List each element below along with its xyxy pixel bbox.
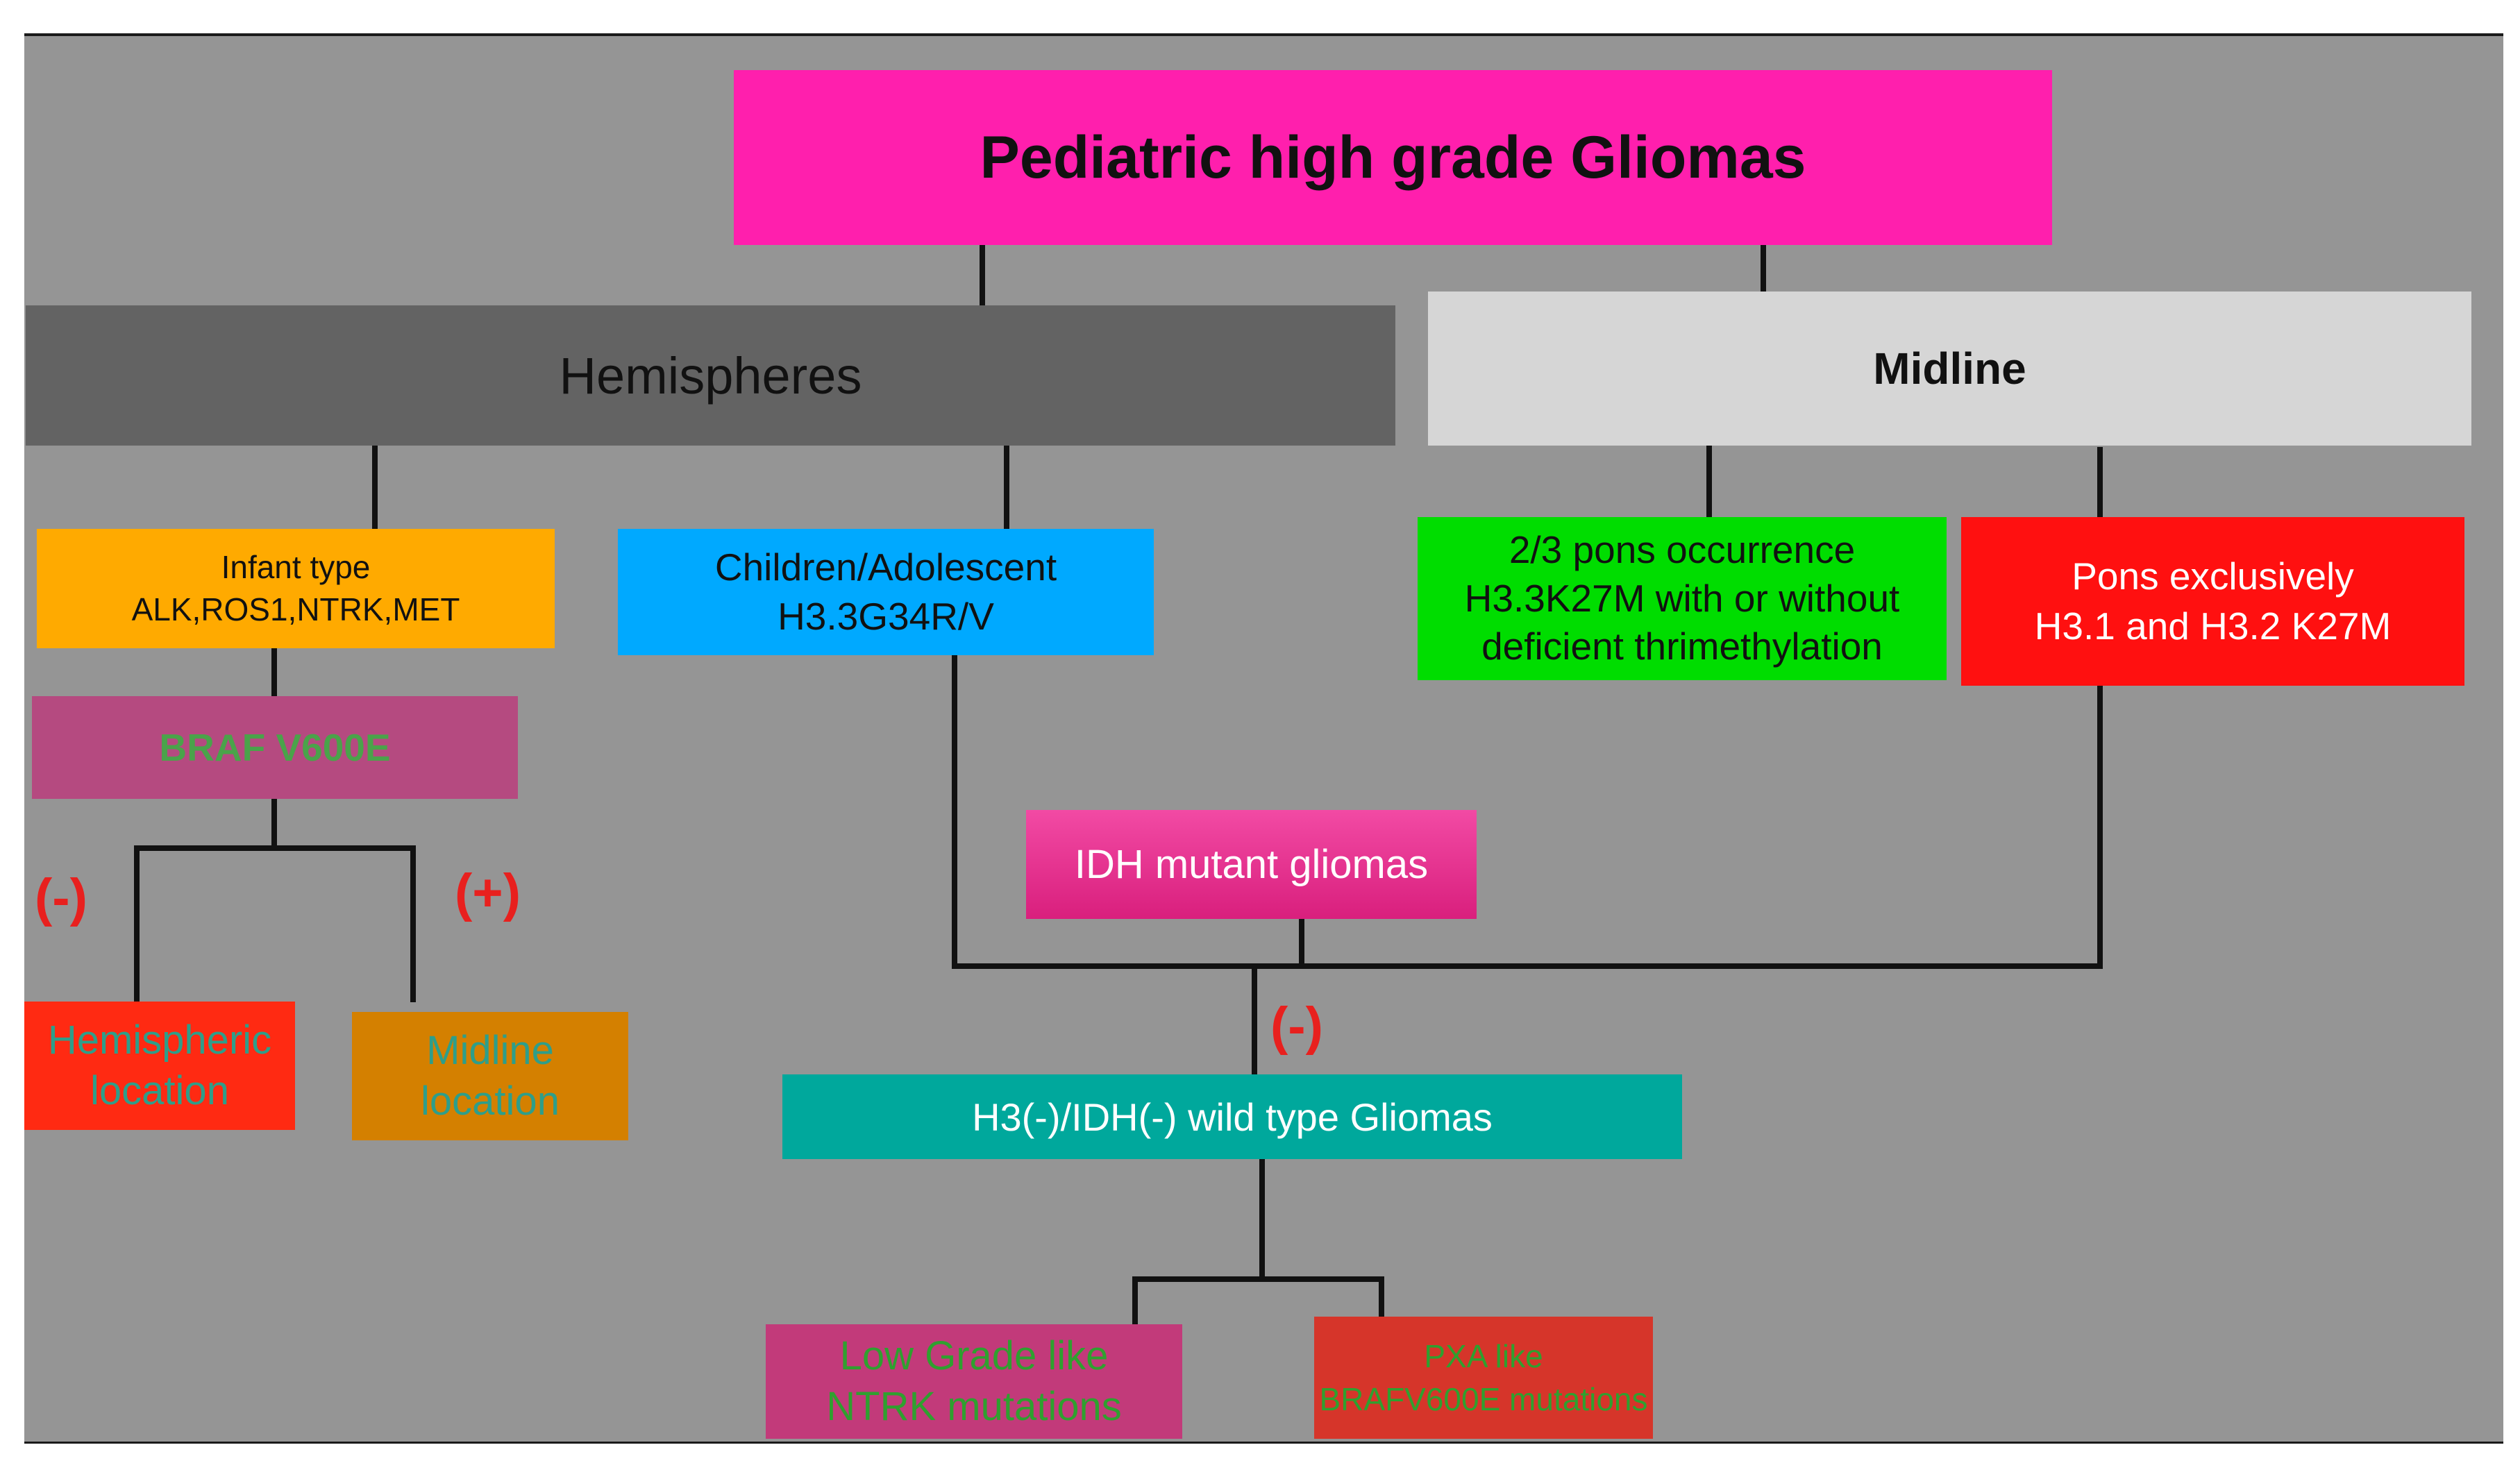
- hemispheric-location-line1: Hemispheric: [47, 1017, 272, 1063]
- low-grade-line1: Low Grade like: [839, 1333, 1109, 1378]
- pons-exclusive-box: Pons exclusively H3.1 and H3.2 K27M: [1961, 517, 2464, 686]
- pons-occurrence-line2: H3.3K27M with or without: [1464, 576, 1900, 620]
- pons-exclusive-line1: Pons exclusively: [2072, 555, 2354, 598]
- diagram-title: Pediatric high grade Gliomas: [980, 124, 1806, 191]
- braf-box: BRAF V600E: [32, 696, 518, 799]
- midline-location-line1: Midline: [426, 1028, 554, 1073]
- pxa-line2: BRAFV600E mutations: [1319, 1381, 1648, 1417]
- hemispheres-box: Hemispheres: [26, 305, 1395, 446]
- hemispheric-location-line2: location: [90, 1067, 229, 1113]
- title-box: Pediatric high grade Gliomas: [734, 70, 2052, 245]
- pons-occurrence-box: 2/3 pons occurrence H3.3K27M with or wit…: [1418, 517, 1947, 680]
- idh-mutant-label: IDH mutant gliomas: [1074, 842, 1429, 887]
- children-adolescent-line1: Children/Adolescent: [714, 545, 1057, 589]
- braf-label: BRAF V600E: [159, 726, 391, 769]
- children-adolescent-line2: H3.3G34R/V: [778, 595, 994, 638]
- midline-location-box: Midline location: [352, 1012, 628, 1140]
- infant-type-line1: Infant type: [221, 549, 371, 586]
- braf-positive-sign: (+): [455, 863, 521, 922]
- pons-occurrence-line1: 2/3 pons occurrence: [1509, 527, 1856, 571]
- infant-type-line2: ALK,ROS1,NTRK,MET: [131, 591, 460, 627]
- pons-exclusive-line2: H3.1 and H3.2 K27M: [2034, 604, 2392, 648]
- wild-type-negative-sign: (-): [1270, 997, 1323, 1056]
- wild-type-box: H3(-)/IDH(-) wild type Gliomas: [782, 1074, 1682, 1159]
- low-grade-line2: NTRK mutations: [826, 1383, 1122, 1429]
- midline-location-line2: location: [421, 1078, 560, 1124]
- idh-mutant-box: IDH mutant gliomas: [1026, 810, 1477, 919]
- pons-occurrence-line3: deficient thrimethylation: [1481, 625, 1883, 668]
- braf-negative-sign: (-): [35, 868, 87, 927]
- wild-type-label: H3(-)/IDH(-) wild type Gliomas: [972, 1095, 1493, 1139]
- infant-type-box: Infant type ALK,ROS1,NTRK,MET: [37, 529, 555, 648]
- children-adolescent-box: Children/Adolescent H3.3G34R/V: [618, 529, 1154, 655]
- midline-label: Midline: [1873, 344, 2026, 394]
- low-grade-box: Low Grade like NTRK mutations: [766, 1324, 1182, 1439]
- midline-box: Midline: [1428, 292, 2471, 446]
- pxa-line1: PXA like: [1424, 1337, 1543, 1374]
- hemispheres-label: Hemispheres: [559, 346, 862, 405]
- pxa-box: PXA like BRAFV600E mutations: [1314, 1317, 1653, 1439]
- hemispheric-location-box: Hemispheric location: [24, 1002, 295, 1130]
